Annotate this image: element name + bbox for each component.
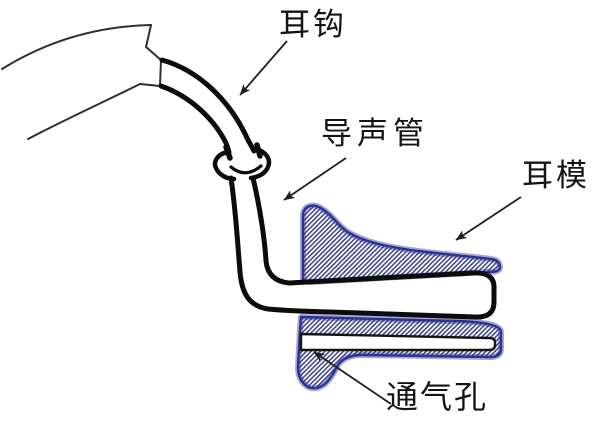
arrow-sound-tube bbox=[283, 157, 347, 201]
label-ear-hook: 耳钩 bbox=[279, 7, 347, 42]
tube-connector-collar bbox=[212, 142, 272, 182]
sound-tube-shape bbox=[228, 175, 497, 320]
label-ear-mold: 耳模 bbox=[522, 158, 590, 193]
vent-channel bbox=[299, 332, 497, 352]
ear-mold-lower-section bbox=[296, 315, 503, 390]
arrow-ear-mold bbox=[455, 196, 522, 241]
label-vent-hole: 通气孔 bbox=[386, 379, 489, 415]
bte-body-outline bbox=[1, 24, 162, 140]
ear-hook-shape bbox=[158, 57, 257, 155]
arrow-ear-hook bbox=[239, 40, 288, 96]
label-sound-tube: 导声管 bbox=[321, 116, 429, 151]
arrow-vent-hole bbox=[313, 351, 392, 405]
leader-arrows bbox=[239, 40, 522, 405]
ear-mold-upper-section bbox=[301, 204, 502, 284]
